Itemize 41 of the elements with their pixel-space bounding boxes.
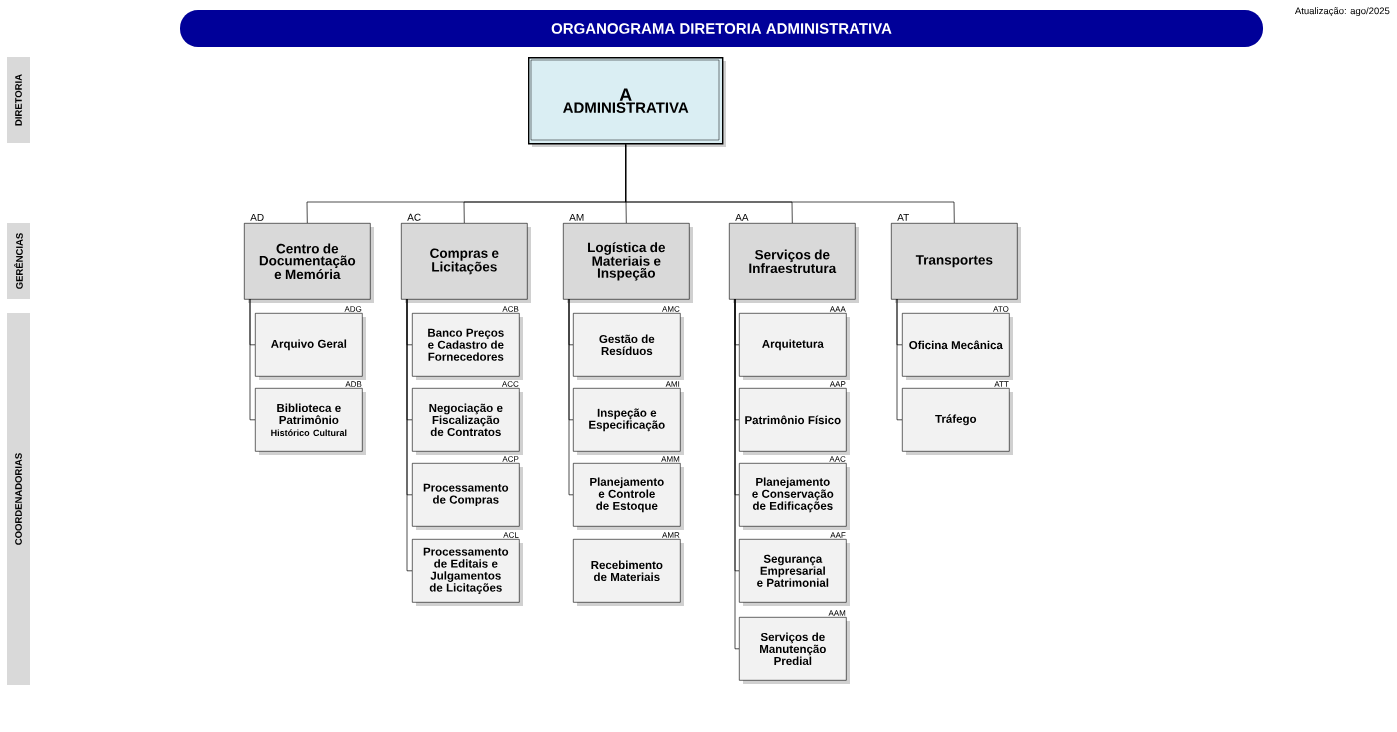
- coordination-box: Arquivo Geral: [255, 313, 366, 380]
- connector-line: [406, 298, 413, 572]
- title-banner: ORGANOGRAMA DIRETORIA ADMINISTRATIVA: [180, 10, 1263, 47]
- connector-line: [734, 298, 740, 650]
- code-label: ATT: [994, 381, 1009, 387]
- connector-line: [249, 298, 256, 421]
- code-label: AT: [897, 213, 909, 221]
- update-note: Atualização: ago/2025: [1294, 7, 1390, 17]
- manager-box: Compras e Licitações: [401, 223, 531, 303]
- code-label: AAP: [829, 381, 846, 387]
- code-label: ACP: [502, 456, 519, 462]
- code-label: AD: [250, 213, 264, 221]
- code-label: AAF: [830, 532, 846, 538]
- code-label: AMM: [661, 456, 680, 462]
- manager-box: Centro de Documentação e Memória: [244, 223, 374, 303]
- manager-box: Serviços de Infraestrutura: [729, 223, 859, 303]
- director-box: A ADMINISTRATIVA: [528, 57, 726, 147]
- code-label: AMR: [662, 532, 680, 538]
- code-label: AM: [569, 213, 584, 221]
- code-label: ATO: [993, 306, 1009, 312]
- code-label: AC: [407, 213, 421, 221]
- code-label: ADG: [344, 306, 362, 312]
- coordination-box: Biblioteca e Patrimônio Histórico Cultural: [255, 388, 366, 455]
- code-label: ACL: [503, 532, 519, 538]
- code-label: AAM: [828, 610, 846, 616]
- code-label: ADB: [345, 381, 362, 387]
- manager-box: Logística de Materiais e Inspeção: [563, 223, 693, 303]
- code-label: AAA: [829, 306, 846, 312]
- code-label: AMC: [662, 306, 680, 312]
- manager-box: Transportes: [891, 223, 1021, 303]
- code-label: AAC: [829, 456, 846, 462]
- level-band: COORDENADORIAS: [7, 313, 30, 685]
- connector-line: [896, 298, 903, 421]
- level-band: GERÊNCIAS: [7, 223, 30, 299]
- code-label: ACB: [502, 306, 519, 312]
- code-label: AMI: [665, 381, 680, 387]
- connector-line: [625, 144, 955, 224]
- code-label: AA: [735, 213, 749, 221]
- code-label: ACC: [501, 381, 519, 387]
- level-band: DIRETORIA: [7, 57, 30, 143]
- connector-line: [568, 298, 574, 496]
